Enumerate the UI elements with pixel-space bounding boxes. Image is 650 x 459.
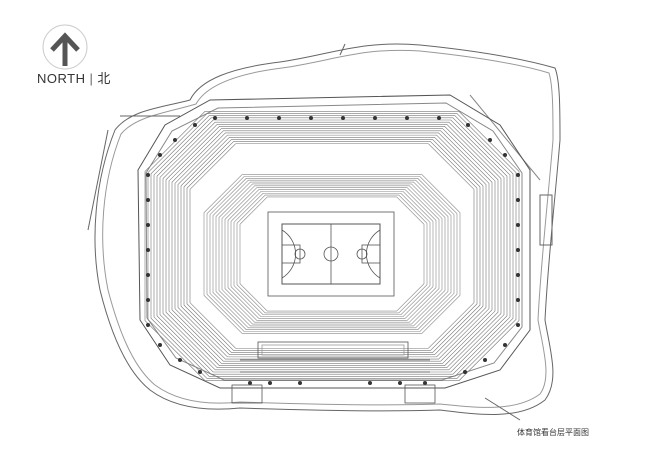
- seat-row: [236, 194, 428, 314]
- seat-row: [153, 117, 511, 375]
- column-dot: [298, 381, 302, 385]
- seat-row: [221, 185, 443, 323]
- column-dot: [516, 223, 520, 227]
- column-dot: [398, 381, 402, 385]
- column-dot: [146, 273, 150, 277]
- seat-row: [218, 183, 446, 325]
- column-markers: [146, 116, 520, 385]
- column-dot: [277, 116, 281, 120]
- column-dot: [193, 123, 197, 127]
- seat-row: [180, 136, 484, 356]
- column-dot: [245, 116, 249, 120]
- column-dot: [173, 138, 177, 142]
- north-text-cn: 北: [97, 71, 111, 86]
- seat-row: [177, 134, 487, 358]
- column-dot: [146, 298, 150, 302]
- seat-row: [239, 196, 425, 312]
- north-label: NORTH|北: [37, 68, 111, 87]
- column-dot: [405, 116, 409, 120]
- column-dot: [178, 358, 182, 362]
- column-dot: [423, 381, 427, 385]
- upper-seating-bowl: [144, 111, 520, 381]
- seat-row: [215, 181, 449, 327]
- column-dot: [146, 198, 150, 202]
- column-dot: [146, 223, 150, 227]
- column-dot: [268, 381, 272, 385]
- column-dot: [368, 381, 372, 385]
- column-dot: [373, 116, 377, 120]
- seat-row: [206, 176, 458, 332]
- drawing-caption: 体育馆看台层平面图: [517, 428, 589, 437]
- seat-row: [224, 187, 440, 321]
- seat-row: [203, 174, 461, 334]
- seat-row: [159, 121, 505, 371]
- column-dot: [309, 116, 313, 120]
- seat-row: [230, 191, 434, 317]
- seat-row: [183, 139, 481, 353]
- column-dot: [146, 323, 150, 327]
- seat-row: [147, 113, 517, 379]
- column-dot: [516, 248, 520, 252]
- column-dot: [213, 116, 217, 120]
- seat-row: [212, 179, 452, 329]
- seat-row: [189, 143, 475, 349]
- column-dot: [488, 138, 492, 142]
- north-text: NORTH: [37, 71, 86, 86]
- column-dot: [437, 116, 441, 120]
- concourse: [137, 94, 531, 389]
- lower-seating-bowl: [203, 174, 461, 334]
- column-dot: [503, 153, 507, 157]
- basketball-court: [267, 211, 395, 297]
- column-dot: [516, 323, 520, 327]
- column-dot: [516, 173, 520, 177]
- south-entrance-block: [231, 341, 436, 404]
- seat-row: [209, 178, 455, 330]
- column-dot: [146, 248, 150, 252]
- column-dot: [158, 153, 162, 157]
- column-dot: [248, 381, 252, 385]
- column-dot: [503, 343, 507, 347]
- north-separator: |: [89, 71, 94, 86]
- seat-row: [186, 141, 478, 351]
- seat-row: [168, 128, 496, 364]
- column-dot: [516, 198, 520, 202]
- column-dot: [483, 358, 487, 362]
- column-dot: [463, 370, 467, 374]
- seat-row: [227, 189, 437, 319]
- column-dot: [146, 173, 150, 177]
- column-dot: [516, 298, 520, 302]
- seat-row: [174, 132, 490, 360]
- column-dot: [516, 273, 520, 277]
- column-dot: [466, 123, 470, 127]
- column-dot: [198, 370, 202, 374]
- seat-row: [144, 111, 520, 381]
- outer-boundary: [87, 43, 561, 421]
- seat-row: [150, 115, 514, 377]
- column-dot: [341, 116, 345, 120]
- seat-row: [233, 192, 431, 316]
- seat-row: [165, 126, 499, 366]
- north-arrow-icon: [42, 24, 88, 70]
- column-dot: [158, 343, 162, 347]
- seat-row: [162, 124, 502, 368]
- seat-row: [156, 119, 508, 373]
- seat-row: [171, 130, 493, 362]
